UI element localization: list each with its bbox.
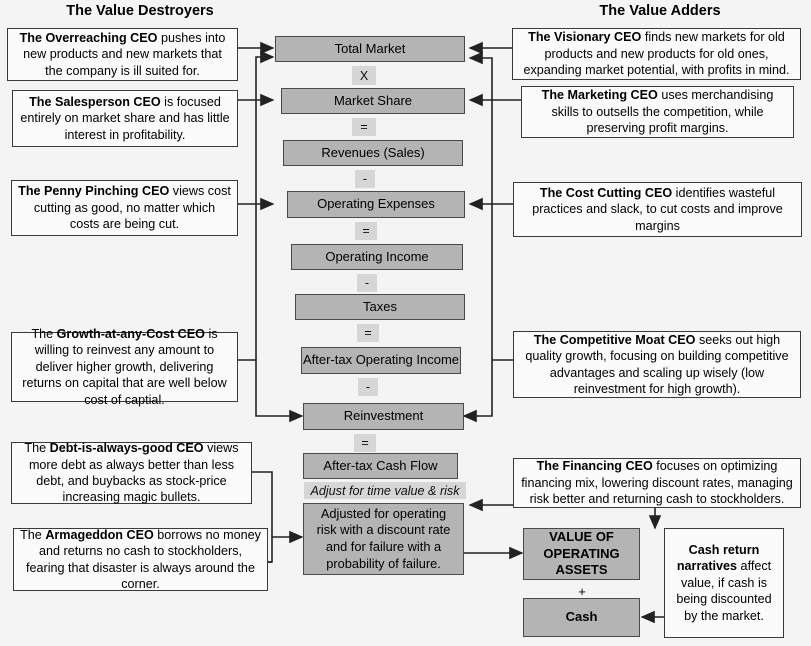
operator-equals-1: =	[352, 118, 376, 136]
note-salesperson-ceo[interactable]: The Salesperson CEO is focused entirely …	[12, 90, 238, 147]
note-bold: The Cost Cutting CEO	[539, 185, 673, 200]
note-bold: The Salesperson CEO	[29, 94, 161, 109]
note-lead: The	[31, 327, 57, 342]
note-text: The Marketing CEO uses merchandising ski…	[528, 87, 787, 136]
note-bold: Cash return narratives	[676, 543, 760, 574]
operator-label: =	[361, 436, 369, 450]
operator-label: =	[364, 326, 372, 340]
chain-box-label: Operating Expenses	[317, 196, 435, 212]
operator-label: Adjust for time value & risk	[310, 483, 460, 498]
note-text: The Growth-at-any-Cost CEO is willing to…	[18, 326, 231, 408]
note-overreaching-ceo[interactable]: The Overreaching CEO pushes into new pro…	[7, 28, 238, 81]
chain-box-after-tax-cash-flow[interactable]: After-tax Cash Flow	[303, 453, 458, 479]
chain-box-label: After-tax Cash Flow	[323, 457, 438, 473]
note-rest: is focused entirely on market share and …	[20, 94, 230, 142]
chain-box-revenues-sales[interactable]: Revenues (Sales)	[283, 140, 463, 166]
chain-box-after-tax-operating-income[interactable]: After-tax Operating Income	[301, 347, 461, 374]
operator-label: +	[578, 583, 586, 599]
note-cash-return-narratives[interactable]: Cash return narratives affect value, if …	[664, 528, 784, 638]
note-text: The Cost Cutting CEO identifies wasteful…	[520, 185, 795, 234]
chain-box-label: Adjusted for operating risk with a disco…	[316, 505, 451, 571]
note-rest: borrows no money and returns no cash to …	[26, 527, 261, 591]
note-lead: The	[24, 441, 50, 456]
note-rest: views more debt as always better than le…	[28, 441, 239, 505]
operator-label: X	[359, 68, 369, 83]
note-cost-cutting-ceo[interactable]: The Cost Cutting CEO identifies wasteful…	[513, 182, 802, 237]
note-rest: finds new markets for old products and n…	[523, 30, 790, 78]
chain-box-label: Market Share	[333, 92, 413, 108]
note-visionary-ceo[interactable]: The Visionary CEO finds new markets for …	[512, 28, 801, 80]
chain-box-label: Total Market	[334, 40, 406, 56]
note-text: The Armageddon CEO borrows no money and …	[20, 527, 261, 592]
note-armageddon-ceo[interactable]: The Armageddon CEO borrows no money and …	[13, 528, 268, 591]
note-rest: views cost cutting as good, no matter wh…	[33, 184, 231, 232]
note-bold: Growth-at-any-Cost CEO	[56, 327, 205, 342]
chain-box-total-market[interactable]: Total Market	[275, 36, 465, 62]
operator-minus-3: -	[358, 378, 378, 396]
note-bold: The Overreaching CEO	[19, 30, 158, 45]
outcome-box-value-of-operating-assets[interactable]: VALUE OF OPERATING ASSETS	[523, 528, 640, 580]
note-bold: The Competitive Moat CEO	[533, 332, 696, 347]
outcome-label: Cash	[565, 609, 598, 625]
chain-box-reinvestment[interactable]: Reinvestment	[303, 403, 464, 430]
note-bold: The Marketing CEO	[541, 88, 658, 103]
operator-label: =	[360, 120, 368, 134]
note-financing-ceo[interactable]: The Financing CEO focuses on optimizing …	[513, 458, 801, 508]
note-bold: The Penny Pinching CEO	[18, 184, 170, 199]
note-rest: pushes into new products and new markets…	[23, 30, 226, 78]
note-bold: The Visionary CEO	[528, 30, 642, 45]
note-marketing-ceo[interactable]: The Marketing CEO uses merchandising ski…	[521, 86, 794, 138]
outcome-box-cash[interactable]: Cash	[523, 598, 640, 637]
note-bold: The Financing CEO	[536, 459, 653, 474]
operator-adjust-for-time-value: Adjust for time value & risk	[304, 482, 466, 499]
note-lead: The	[20, 527, 46, 542]
note-text: The Overreaching CEO pushes into new pro…	[14, 30, 231, 79]
note-bold: Armageddon CEO	[45, 527, 154, 542]
operator-label: -	[365, 380, 371, 394]
operator-equals-3: =	[357, 324, 379, 342]
outcome-label: VALUE OF OPERATING ASSETS	[543, 529, 620, 578]
chain-box-label: Taxes	[363, 298, 397, 314]
operator-label: =	[362, 224, 370, 238]
note-text: The Salesperson CEO is focused entirely …	[19, 94, 231, 143]
operator-minus-1: -	[355, 170, 375, 188]
note-rest: is willing to reinvest any amount to del…	[22, 327, 227, 407]
chain-box-adjusted-for-risk[interactable]: Adjusted for operating risk with a disco…	[303, 503, 464, 575]
note-text: Cash return narratives affect value, if …	[671, 542, 777, 624]
chain-box-operating-income[interactable]: Operating Income	[291, 244, 463, 270]
operator-label: -	[364, 276, 370, 290]
chain-box-label: After-tax Operating Income	[302, 352, 460, 368]
note-growth-at-any-cost-ceo[interactable]: The Growth-at-any-Cost CEO is willing to…	[11, 327, 238, 407]
note-rest: identifies wasteful practices and slack,…	[532, 185, 783, 233]
note-rest: affect value, if cash is being discounte…	[676, 559, 772, 623]
operator-equals-2: =	[355, 222, 377, 240]
operator-times: X	[352, 66, 376, 85]
outcome-operator-plus: +	[572, 583, 592, 599]
chain-box-operating-expenses[interactable]: Operating Expenses	[287, 191, 465, 218]
note-text: The Competitive Moat CEO seeks out high …	[520, 332, 794, 397]
note-text: The Debt-is-always-good CEO views more d…	[18, 440, 245, 505]
operator-label: -	[362, 172, 368, 186]
operator-minus-2: -	[357, 274, 377, 292]
note-penny-pinching-ceo[interactable]: The Penny Pinching CEO views cost cuttin…	[11, 180, 238, 236]
chain-box-label: Operating Income	[325, 248, 429, 264]
header-value-adders: The Value Adders	[599, 3, 721, 19]
header-value-destroyers: The Value Destroyers	[66, 3, 214, 19]
operator-equals-4: =	[354, 434, 376, 452]
note-bold: Debt-is-always-good CEO	[49, 441, 204, 456]
chain-box-label: Reinvestment	[343, 408, 424, 424]
note-rest: uses merchandising skills to outsells th…	[551, 88, 774, 136]
chain-box-taxes[interactable]: Taxes	[295, 294, 465, 320]
note-text: The Financing CEO focuses on optimizing …	[520, 458, 794, 507]
note-competitive-moat-ceo[interactable]: The Competitive Moat CEO seeks out high …	[513, 331, 801, 398]
note-rest: focuses on optimizing financing mix, low…	[521, 459, 793, 507]
note-text: The Visionary CEO finds new markets for …	[519, 29, 794, 78]
chain-box-market-share[interactable]: Market Share	[281, 88, 465, 114]
note-debt-is-always-good-ceo[interactable]: The Debt-is-always-good CEO views more d…	[11, 440, 252, 505]
note-text: The Penny Pinching CEO views cost cuttin…	[18, 183, 231, 232]
chain-box-label: Revenues (Sales)	[321, 144, 425, 160]
note-rest: seeks out high quality growth, focusing …	[525, 332, 789, 396]
